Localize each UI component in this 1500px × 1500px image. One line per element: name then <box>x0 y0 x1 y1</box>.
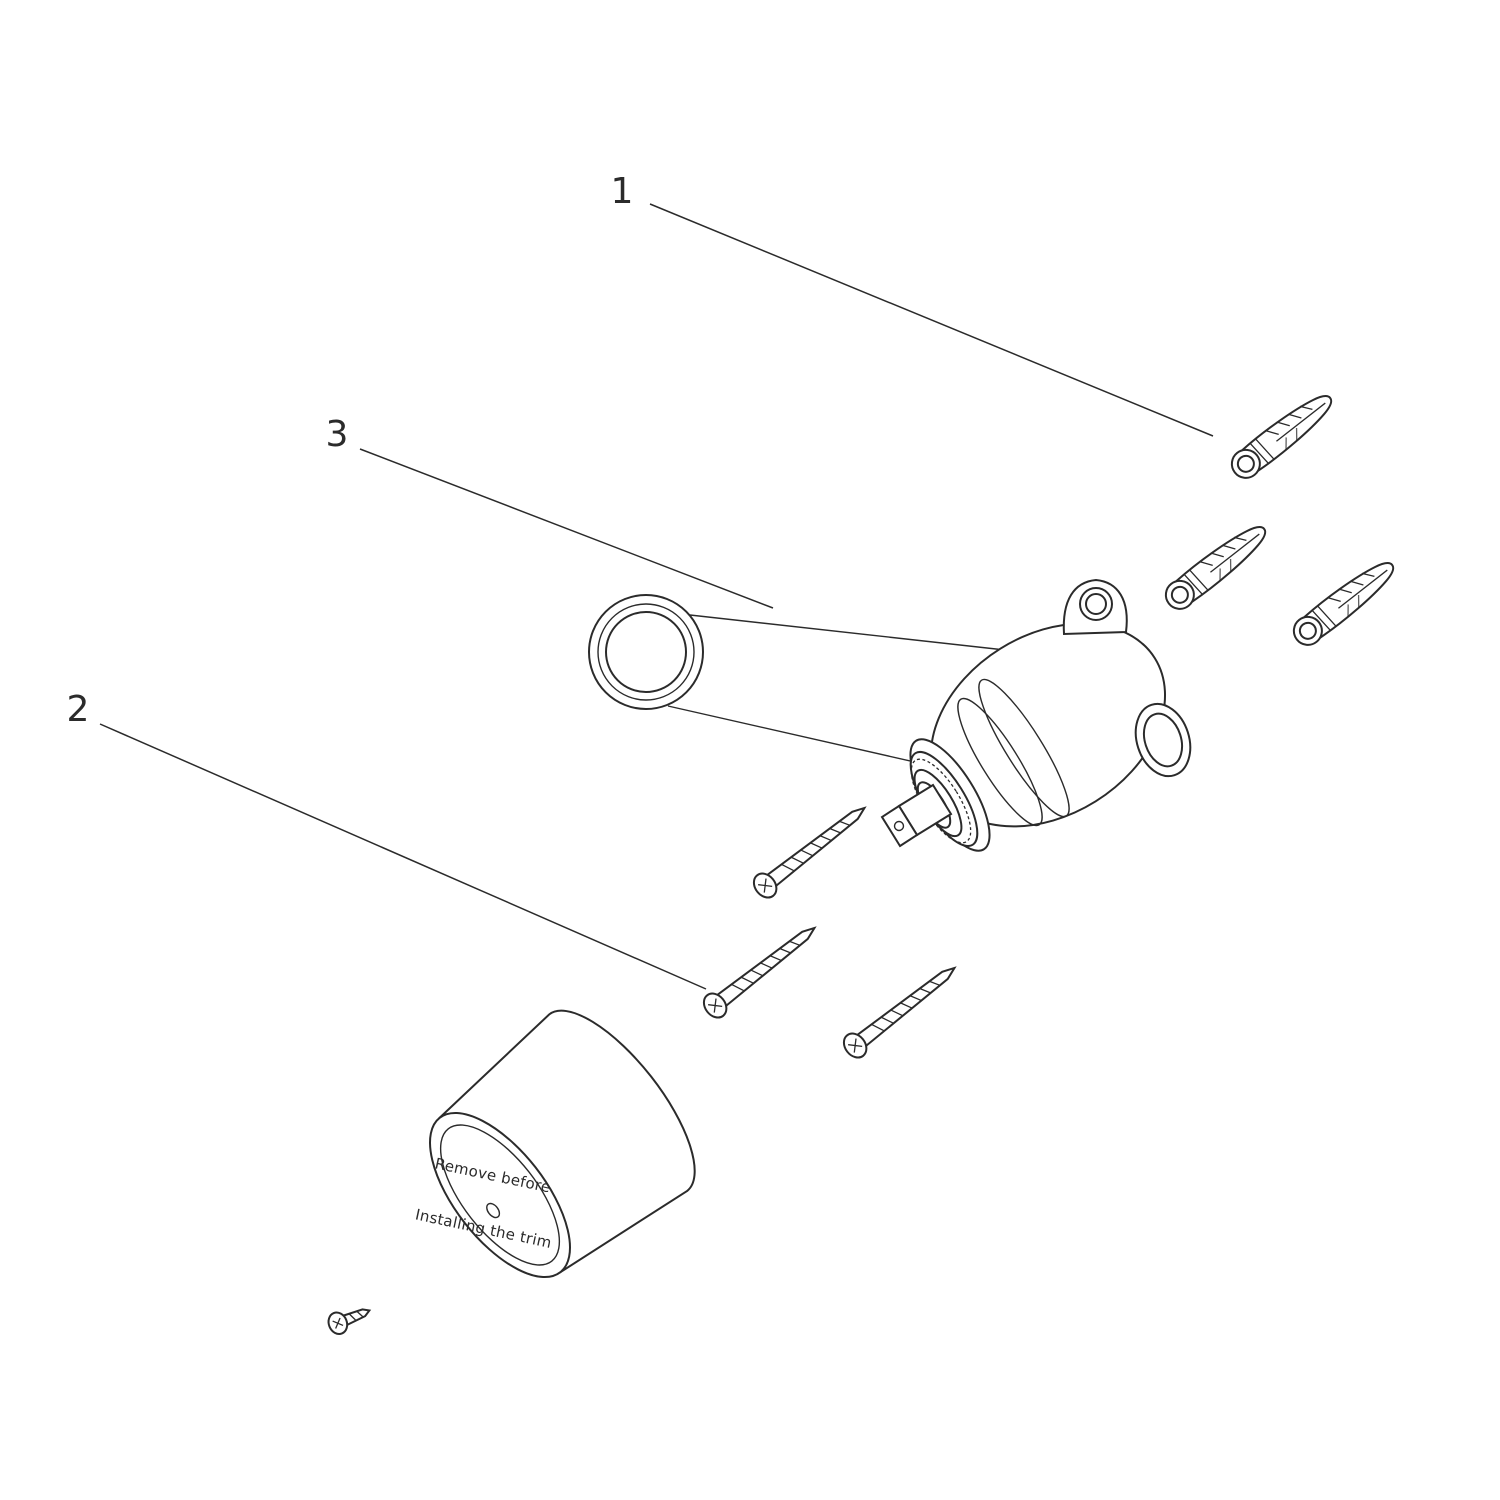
callout-2-number: 2 <box>67 689 90 730</box>
cap-body <box>438 1009 696 1274</box>
cap-face-rim <box>439 1124 561 1266</box>
valve-body-assembly <box>588 578 1192 852</box>
protective-cap <box>429 1009 696 1279</box>
cartridge-knurl-ring <box>910 758 972 844</box>
body-groove-band-2 <box>957 697 1043 827</box>
cap-face <box>429 1111 571 1279</box>
spout-flange-bore <box>605 611 687 693</box>
trim-screw <box>324 1299 375 1338</box>
mounting-screw-3 <box>838 956 964 1063</box>
callout-1-number: 1 <box>611 171 634 212</box>
callout-2: 2 <box>67 689 707 990</box>
leader-line-2 <box>99 723 707 990</box>
wall-anchor-1 <box>1225 385 1340 485</box>
mounting-screw-2 <box>698 916 824 1023</box>
outlet-port-bore <box>1142 712 1184 768</box>
callout-1: 1 <box>611 171 1214 437</box>
valve-stem-face <box>880 804 919 848</box>
mounting-ear-hole <box>1085 593 1107 615</box>
leader-line-3 <box>359 448 774 609</box>
wall-anchor-3 <box>1287 552 1402 652</box>
callout-3-number: 3 <box>326 414 349 455</box>
leader-line-1 <box>649 203 1214 437</box>
spout-tube-top-edge <box>689 614 1006 651</box>
callout-3: 3 <box>326 414 774 609</box>
mounting-screw-1 <box>748 796 874 903</box>
body-groove-band-1 <box>978 678 1070 818</box>
spout-tube-bottom-edge <box>667 705 951 771</box>
spout-flange-rim <box>597 603 695 701</box>
wall-anchor-2 <box>1159 516 1274 616</box>
cap-center-hole <box>486 1202 501 1219</box>
valve-stem-hole <box>893 820 905 832</box>
